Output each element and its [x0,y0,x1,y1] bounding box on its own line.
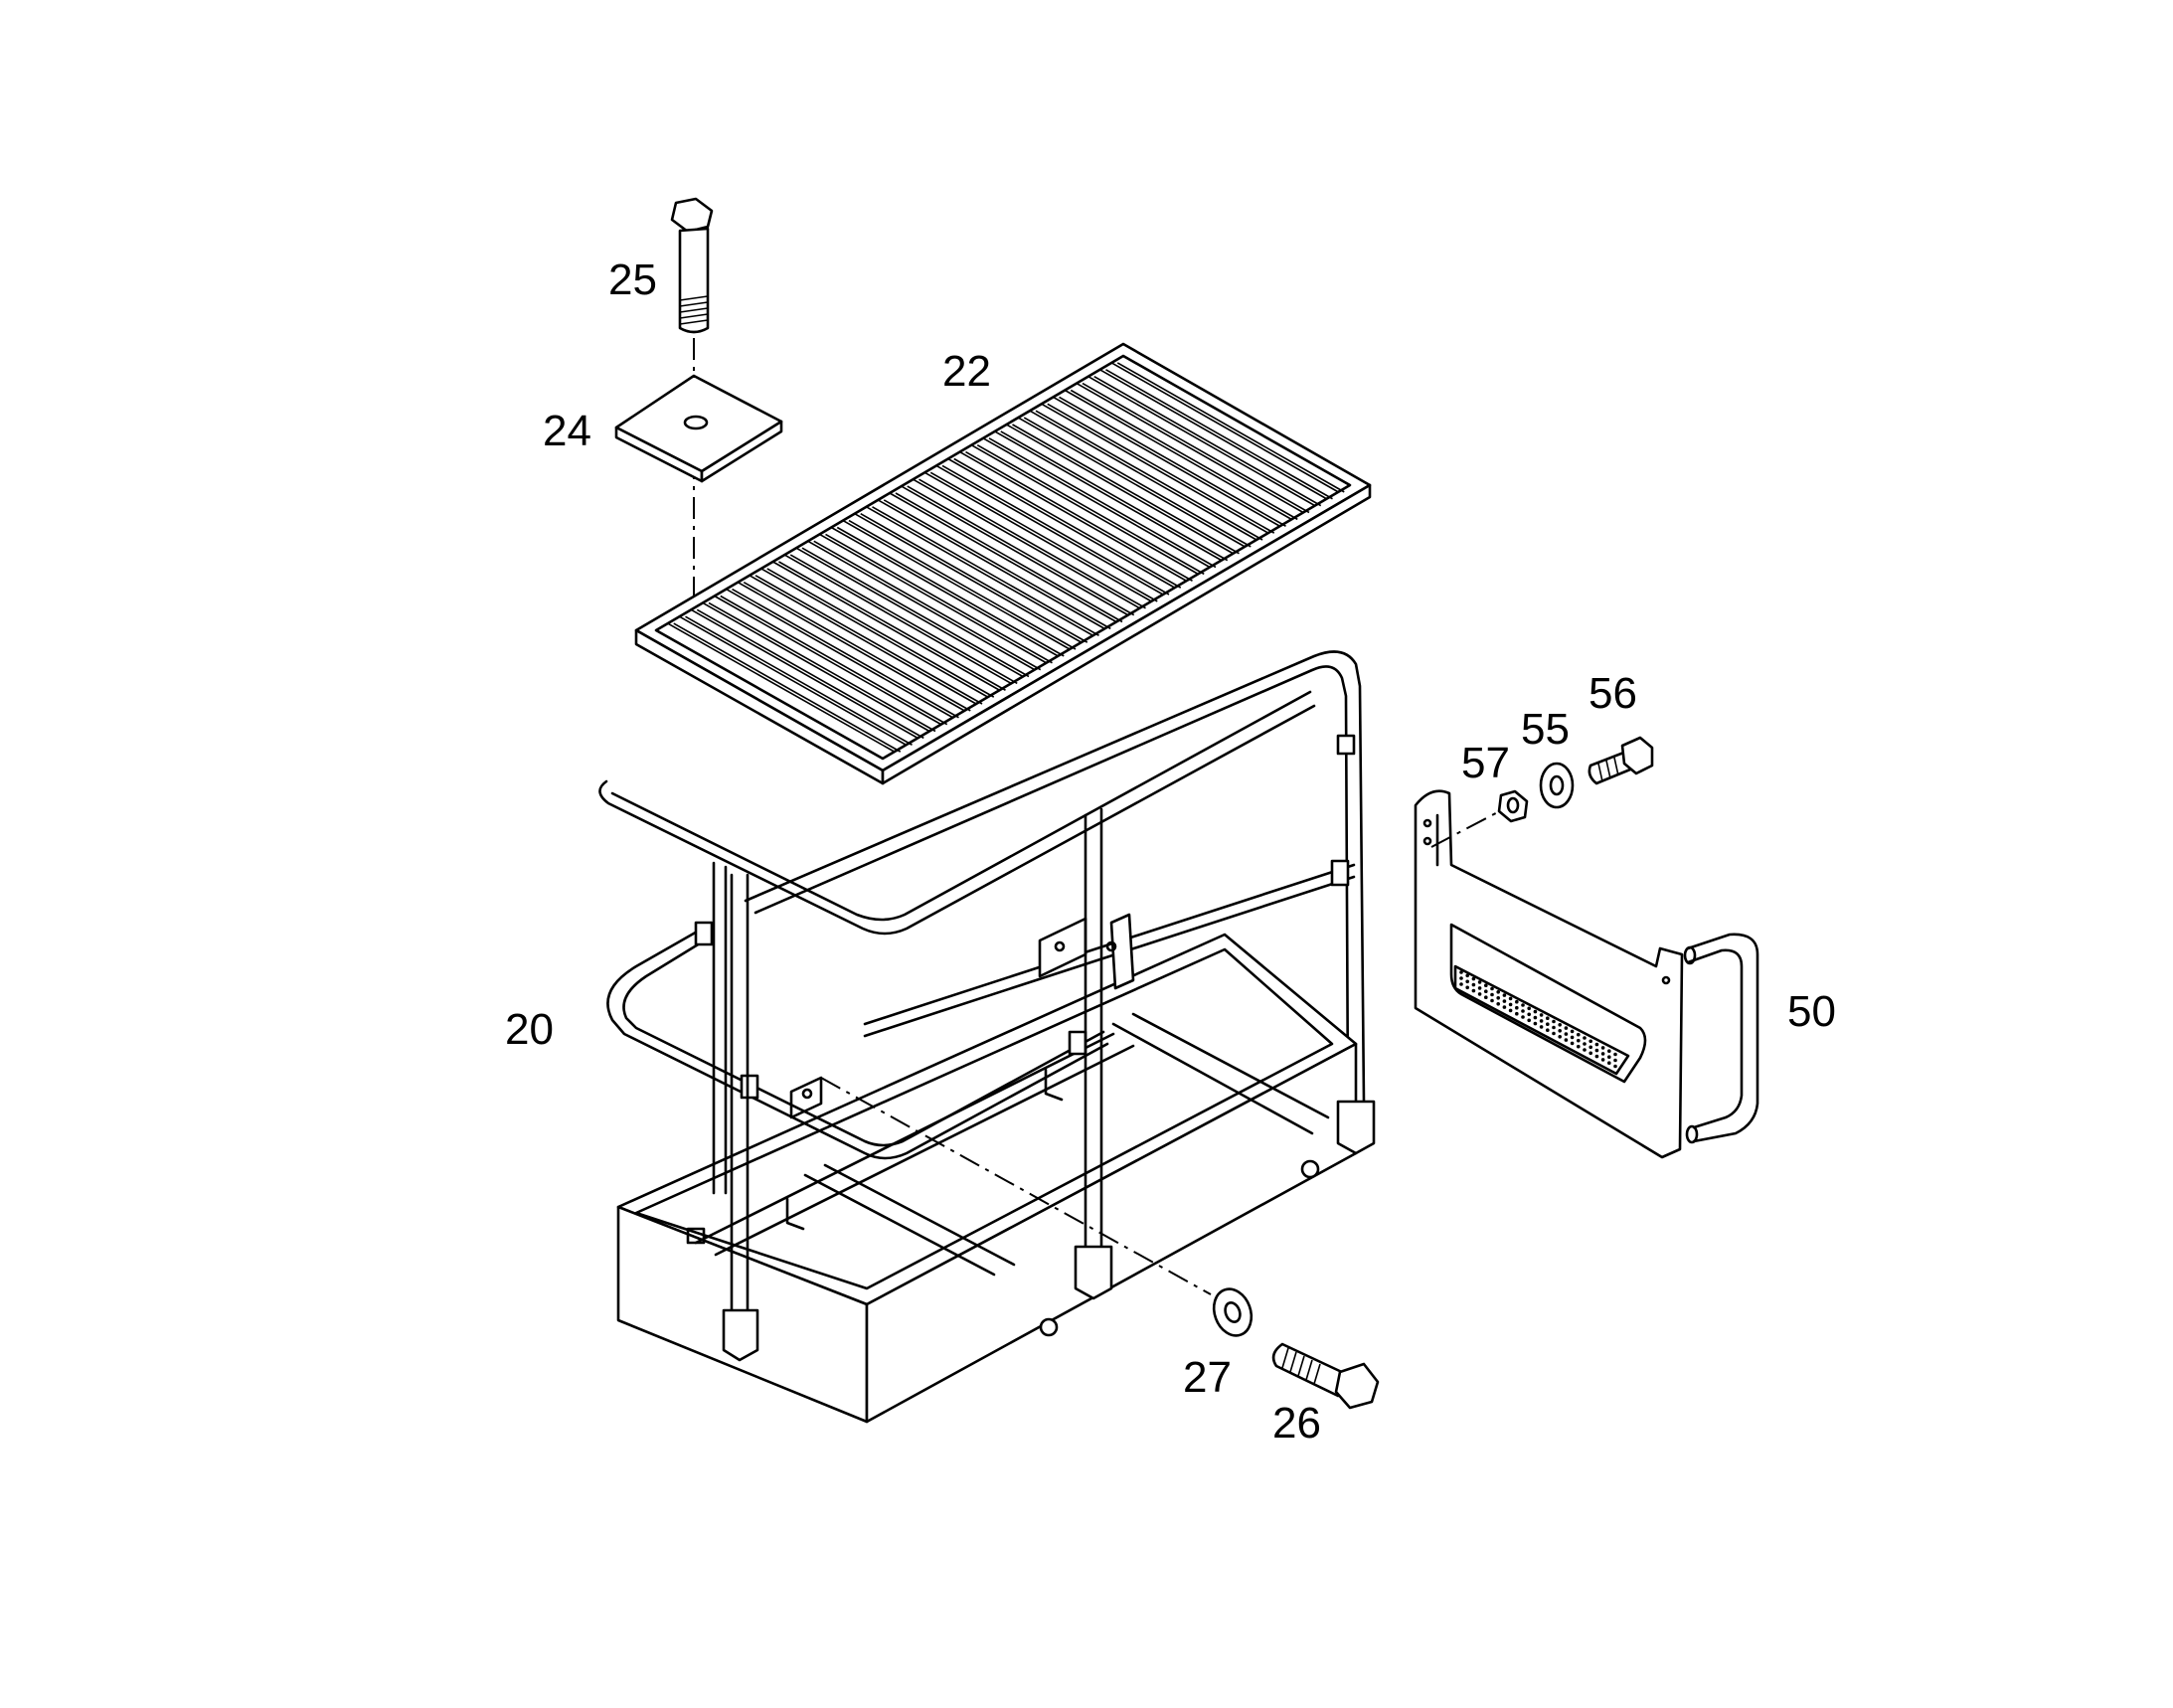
label-56: 56 [1588,669,1637,718]
bolt-26[interactable] [1271,1342,1380,1410]
washer-27[interactable] [1208,1283,1257,1340]
label-24: 24 [543,407,591,455]
label-20: 20 [505,1005,554,1054]
label-57: 57 [1461,739,1510,787]
label-26: 26 [1272,1399,1321,1448]
plate-24[interactable] [614,374,783,483]
step-50[interactable] [1414,789,1759,1159]
platform-20[interactable] [598,650,1376,1424]
label-50: 50 [1787,987,1836,1036]
label-55: 55 [1521,705,1570,754]
label-22: 22 [942,347,991,396]
label-27: 27 [1183,1353,1232,1402]
axis-56 [1430,804,1512,848]
grating-bars [667,362,1345,753]
bolt-56[interactable] [1588,736,1654,785]
axis-26 [820,1077,1212,1295]
step-tread-pattern [1459,970,1617,1069]
nut-57[interactable] [1497,789,1529,823]
grating-22[interactable] [634,342,1372,785]
bolt-25[interactable] [670,197,714,334]
washer-55[interactable] [1539,762,1575,809]
label-25: 25 [608,256,657,304]
